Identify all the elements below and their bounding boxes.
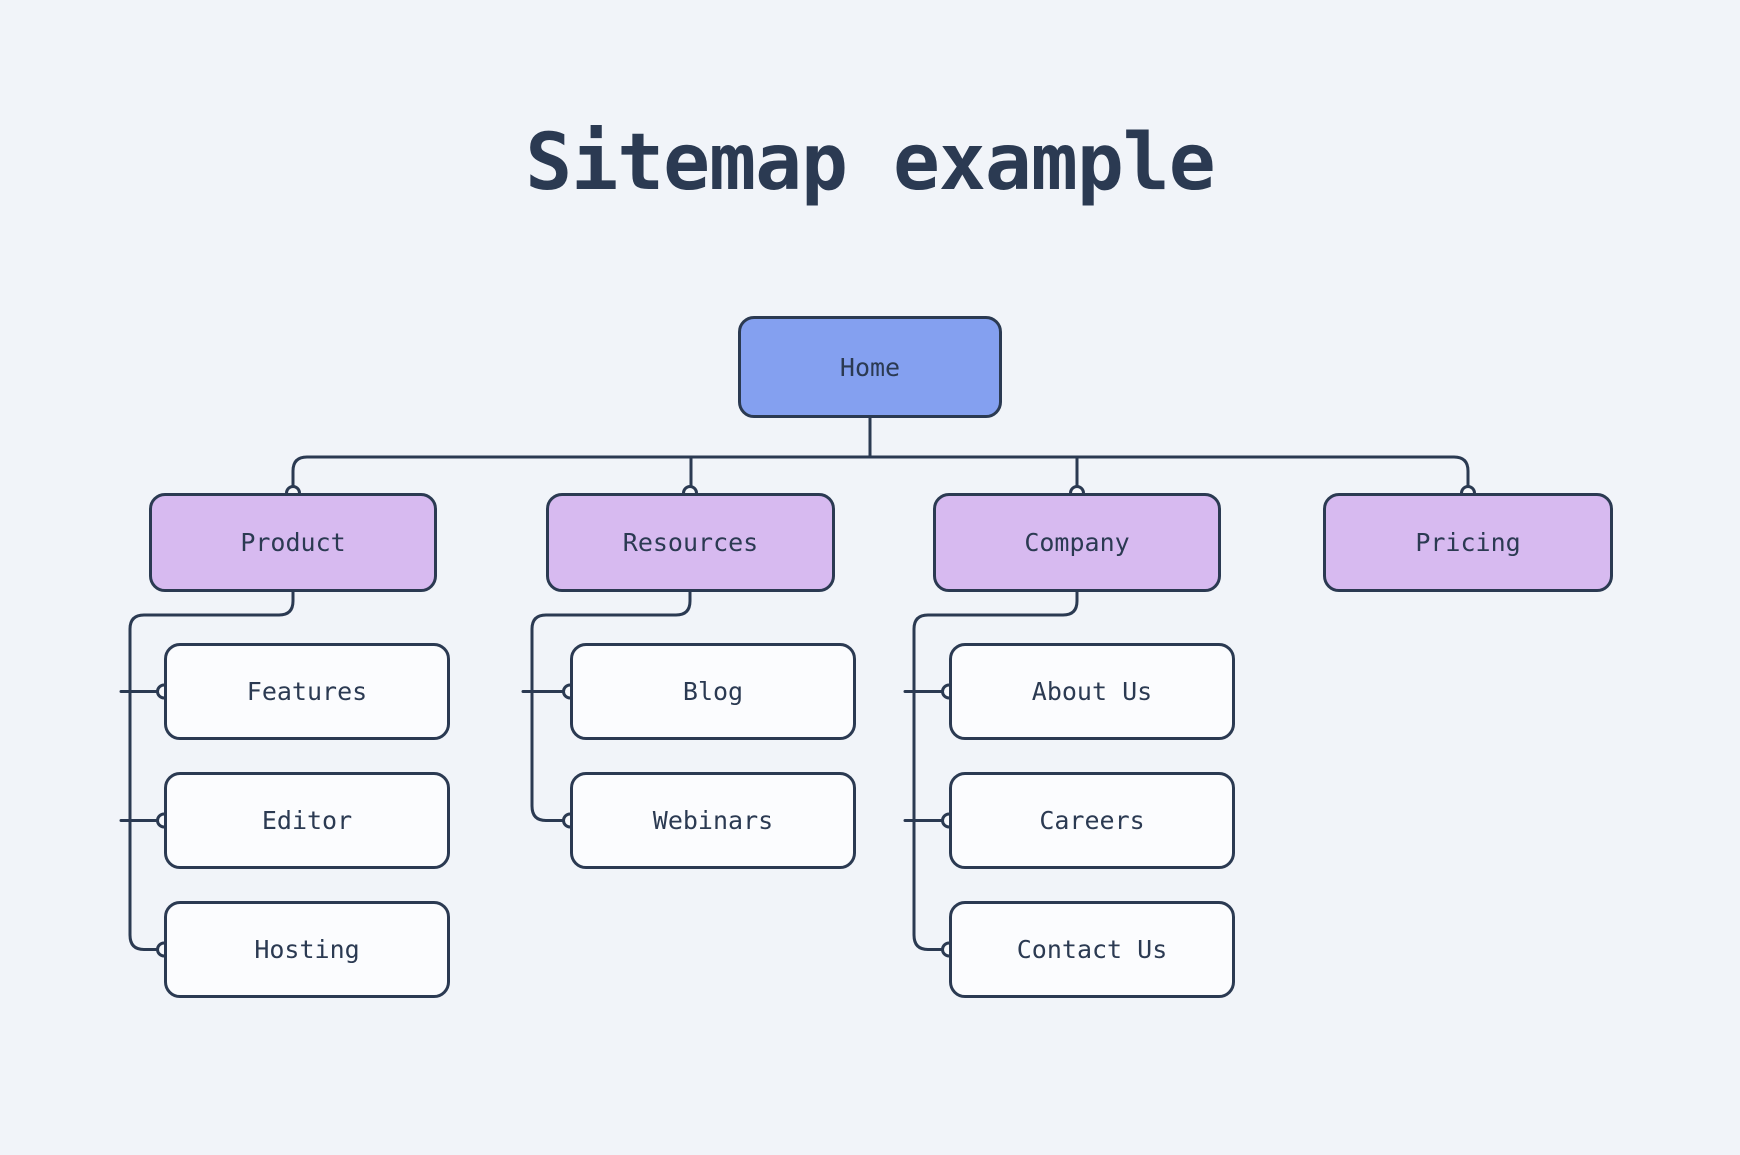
node-label: Product bbox=[240, 528, 346, 557]
node-webinars[interactable]: Webinars bbox=[570, 772, 856, 869]
node-label: Webinars bbox=[652, 806, 774, 835]
node-careers[interactable]: Careers bbox=[949, 772, 1235, 869]
node-label: Editor bbox=[261, 806, 353, 835]
node-pricing[interactable]: Pricing bbox=[1323, 493, 1613, 592]
node-label: Company bbox=[1024, 528, 1130, 557]
node-label: Resources bbox=[622, 528, 759, 557]
connector-company-spine bbox=[912, 590, 1079, 951]
node-contact-us[interactable]: Contact Us bbox=[949, 901, 1235, 998]
node-label: Hosting bbox=[254, 935, 360, 964]
node-product[interactable]: Product bbox=[149, 493, 437, 592]
node-label: Careers bbox=[1039, 806, 1145, 835]
node-label: Home bbox=[839, 352, 901, 382]
connector-resources-spine bbox=[530, 590, 692, 822]
node-label: Blog bbox=[682, 677, 744, 706]
node-label: Contact Us bbox=[1016, 935, 1168, 964]
node-resources[interactable]: Resources bbox=[546, 493, 835, 592]
node-about-us[interactable]: About Us bbox=[949, 643, 1235, 740]
page-title: Sitemap example bbox=[525, 118, 1215, 208]
node-label: About Us bbox=[1031, 677, 1153, 706]
node-label: Pricing bbox=[1415, 528, 1521, 557]
node-home[interactable]: Home bbox=[738, 316, 1002, 418]
node-label: Features bbox=[246, 677, 368, 706]
connector-product-spine bbox=[128, 590, 295, 951]
node-hosting[interactable]: Hosting bbox=[164, 901, 450, 998]
node-features[interactable]: Features bbox=[164, 643, 450, 740]
node-blog[interactable]: Blog bbox=[570, 643, 856, 740]
node-editor[interactable]: Editor bbox=[164, 772, 450, 869]
node-company[interactable]: Company bbox=[933, 493, 1221, 592]
connector-top-bus bbox=[291, 455, 1470, 495]
